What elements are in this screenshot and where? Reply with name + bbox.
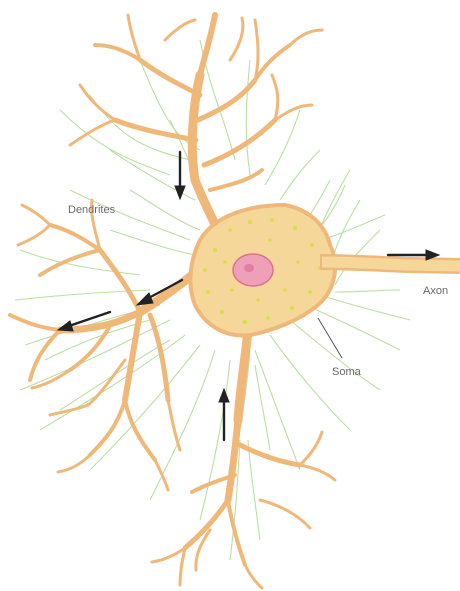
axon	[320, 262, 460, 266]
arrow-icon	[175, 152, 185, 199]
label-soma: Soma	[332, 366, 361, 378]
arrow-icon	[219, 389, 229, 440]
label-axon: Axon	[423, 285, 448, 297]
label-dendrites: Dendrites	[68, 204, 115, 216]
nucleolus	[244, 264, 254, 272]
